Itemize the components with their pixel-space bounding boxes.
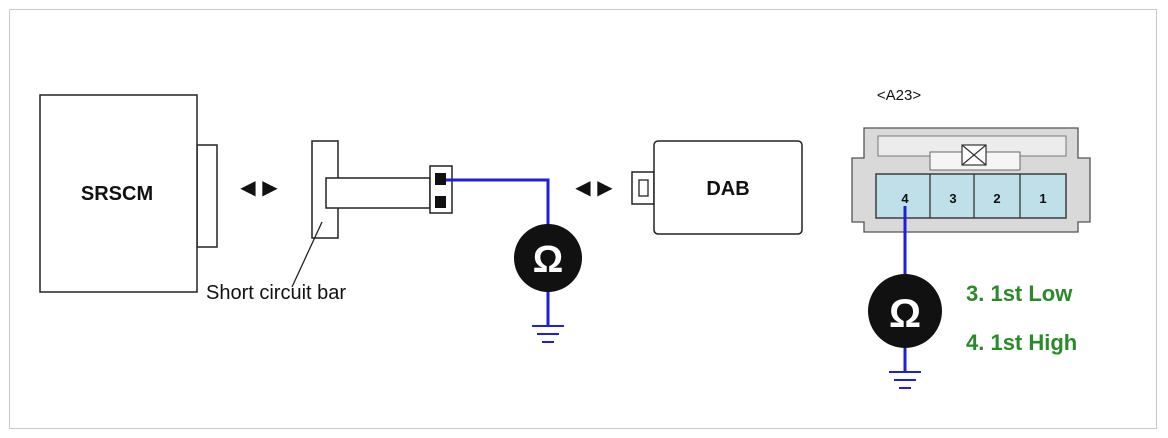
arrow-left-icon: ◀ [240,177,256,199]
connector-title: <A23> [877,87,921,104]
pin-label: 3 [949,191,956,206]
srscm-module: SRSCM [39,94,218,293]
pin-label: 4 [901,191,909,206]
ohm-icon: Ω [889,292,921,336]
connector-a23: <A23> 4 3 2 1 [851,87,1091,233]
short-bar-label: Short circuit bar [206,282,346,304]
ground-icon [889,371,921,389]
pin-label: 1 [1039,191,1046,206]
arrow-left-icon: ◀ [575,177,591,199]
ohm-icon: Ω [533,239,563,281]
connect-arrows-right: ◀ ▶ [575,177,613,199]
ohmmeter-2: Ω [868,274,942,348]
dab-label: DAB [706,178,749,200]
ohmmeter-1: Ω [514,224,582,292]
ground-icon [532,325,564,343]
short-circuit-bar: Short circuit bar [206,140,453,304]
arrow-right-icon: ▶ [597,177,613,199]
connect-arrows-left: ◀ ▶ [240,177,278,199]
dab-module: DAB [631,140,803,235]
srscm-label: SRSCM [81,183,153,205]
note-pin-4: 4. 1st High [966,330,1077,355]
arrow-right-icon: ▶ [262,177,278,199]
note-pin-3: 3. 1st Low [966,281,1073,306]
pin-label: 2 [993,191,1000,206]
